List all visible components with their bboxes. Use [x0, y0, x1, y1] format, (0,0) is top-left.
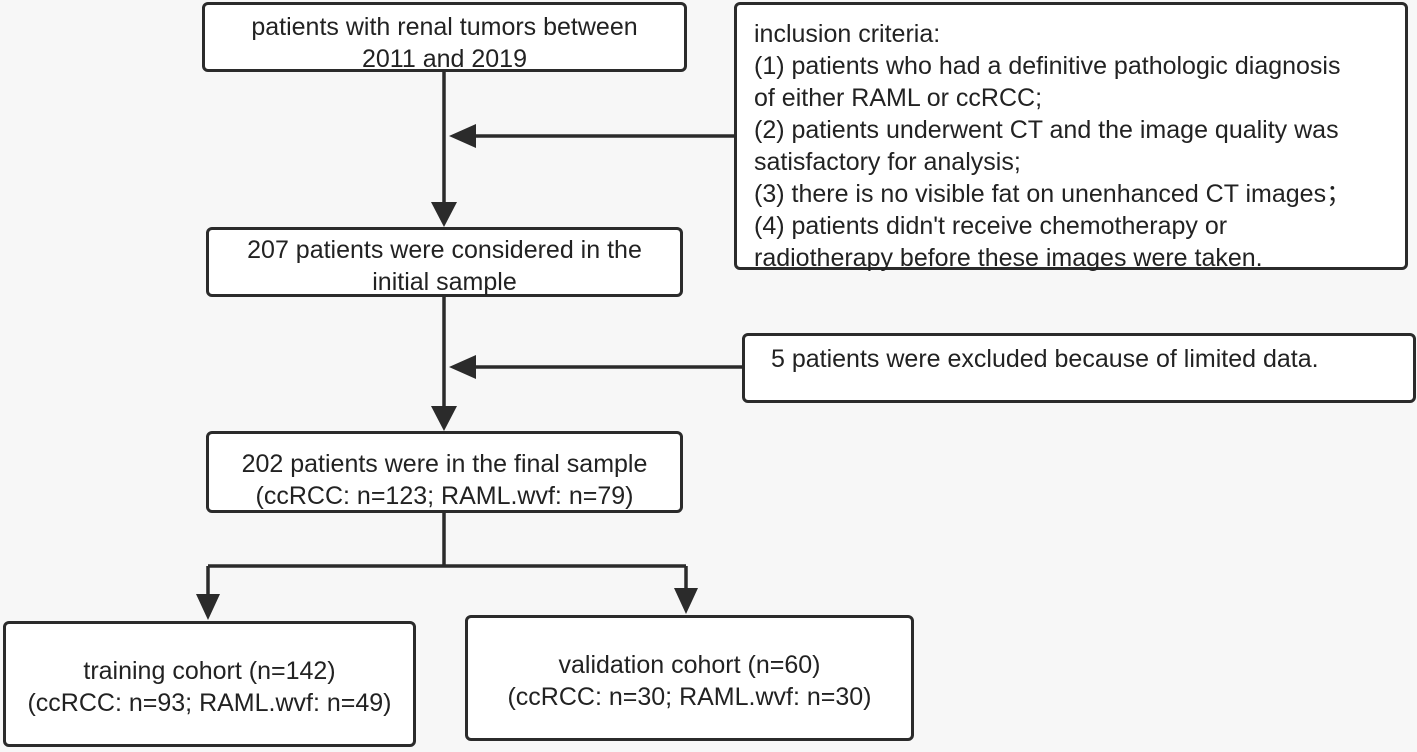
box-excluded-patients: 5 patients were excluded because of limi… [742, 333, 1416, 403]
criteria-line: of either RAML or ccRCC; [754, 84, 1043, 112]
box-final-sample: 202 patients were in the final sample (c… [206, 431, 683, 513]
arrowhead-training [196, 594, 220, 620]
box-text-line: (ccRCC: n=93; RAML.wvf: n=49) [27, 689, 392, 717]
box-text-line: (ccRCC: n=30; RAML.wvf: n=30) [507, 683, 872, 711]
box-patients-with-renal-tumors: patients with renal tumors between 2011 … [202, 2, 687, 73]
box-text-line: validation cohort (n=60) [558, 651, 821, 679]
box-initial-sample: 207 patients were considered in the init… [206, 227, 683, 297]
criteria-line: satisfactory for analysis; [754, 148, 1021, 176]
criteria-line: (2) patients underwent CT and the image … [754, 116, 1339, 144]
arrowhead-final [431, 406, 457, 431]
arrowhead-validation [674, 588, 698, 614]
box-text-line: 207 patients were considered in the [247, 236, 642, 264]
box-text-line: 202 patients were in the final sample [241, 450, 648, 478]
criteria-line: (3) there is no visible fat on unenhance… [754, 180, 1352, 208]
criteria-line: (1) patients who had a definitive pathol… [754, 52, 1341, 80]
criteria-line: radiotherapy before these images were ta… [754, 244, 1263, 272]
box-inclusion-criteria: inclusion criteria: (1) patients who had… [734, 2, 1408, 272]
box-text-line: patients with renal tumors between [251, 13, 638, 41]
box-validation-cohort: validation cohort (n=60) (ccRCC: n=30; R… [465, 615, 914, 741]
box-text-line: 5 patients were excluded because of limi… [771, 345, 1319, 373]
box-text-line: 2011 and 2019 [362, 45, 527, 73]
box-training-cohort: training cohort (n=142) (ccRCC: n=93; RA… [3, 621, 416, 747]
arrowhead-initial [431, 202, 457, 227]
arrowhead-inclusion [449, 124, 476, 148]
box-text-line: (ccRCC: n=123; RAML.wvf: n=79) [255, 482, 634, 510]
box-text-line: training cohort (n=142) [83, 657, 336, 685]
criteria-heading: inclusion criteria: [754, 20, 941, 48]
criteria-line: (4) patients didn't receive chemotherapy… [754, 212, 1228, 240]
arrowhead-excluded [449, 355, 476, 379]
box-text-line: initial sample [372, 268, 517, 296]
